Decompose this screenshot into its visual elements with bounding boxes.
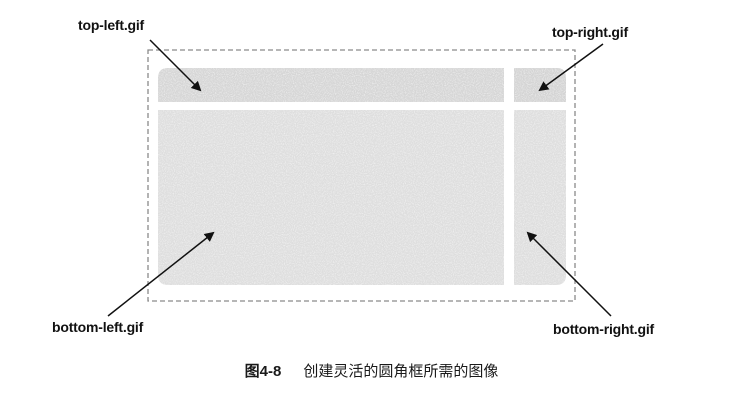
top-right-image: [514, 68, 566, 102]
arrow-bottom-right: [526, 231, 612, 317]
bottom-left-image: [158, 110, 504, 285]
label-bottom-right-gif: bottom-right.gif: [553, 321, 654, 337]
bottom-right-image: [514, 110, 566, 285]
label-top-left-gif: top-left.gif: [78, 17, 145, 33]
figure-caption-text: 创建灵活的圆角框所需的图像: [303, 362, 499, 380]
label-top-right-gif: top-right.gif: [552, 24, 628, 40]
figure-number: 图4-8: [244, 363, 282, 380]
arrow-top-right: [538, 43, 604, 92]
dashed-box-outline: [147, 49, 576, 302]
top-left-image: [158, 68, 504, 102]
figure-caption: 图4-8 创建灵活的圆角框所需的图像: [0, 360, 743, 381]
arrow-bottom-left: [107, 231, 215, 317]
label-bottom-left-gif: bottom-left.gif: [52, 319, 144, 335]
arrow-top-left: [149, 39, 202, 92]
